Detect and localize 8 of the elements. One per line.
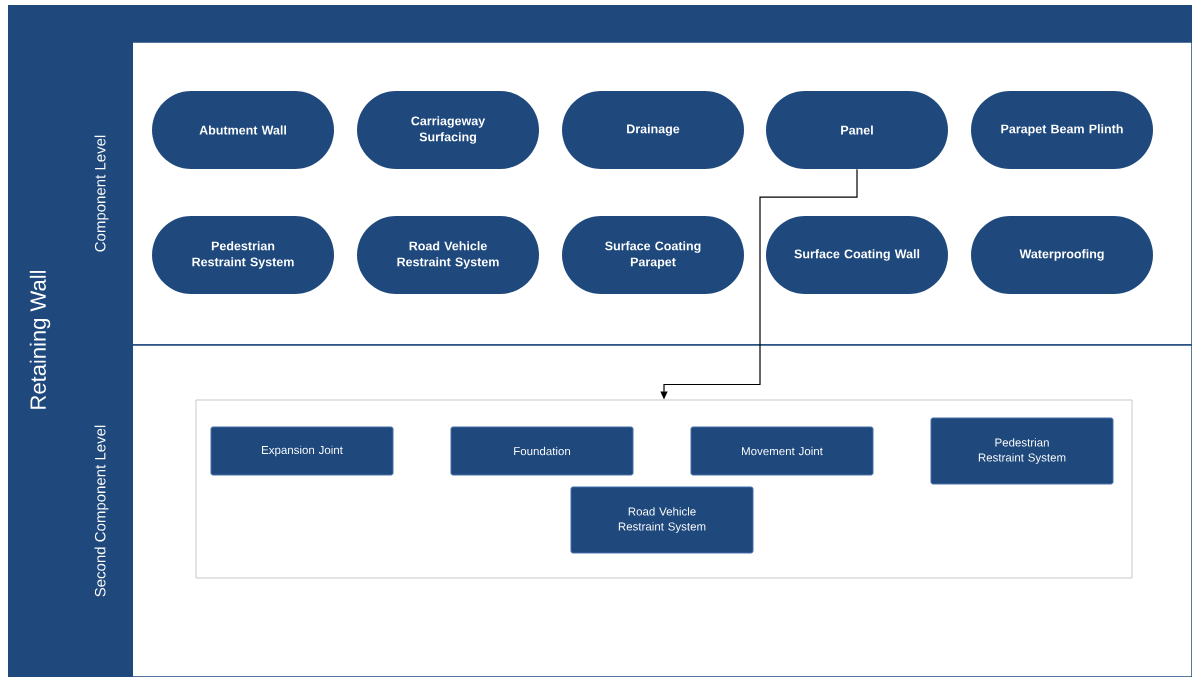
- lane-header: Second Component Level: [70, 345, 133, 677]
- component-box: Movement Joint: [690, 426, 874, 476]
- component-box: Road Vehicle Restraint System: [570, 486, 754, 554]
- component-box: Pedestrian Restraint System: [930, 417, 1114, 485]
- lane-header: Component Level: [70, 42, 133, 345]
- component-box: Expansion Joint: [210, 426, 394, 476]
- pool-title: Retaining Wall: [29, 270, 51, 409]
- component-box: Foundation: [450, 426, 634, 476]
